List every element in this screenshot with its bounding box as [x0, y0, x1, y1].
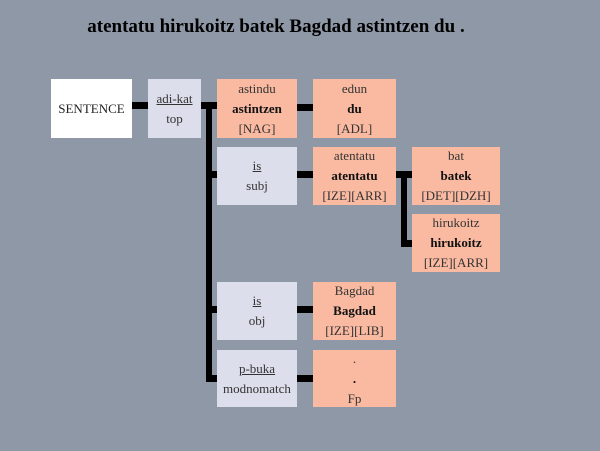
connector	[297, 306, 313, 313]
connector	[206, 102, 212, 382]
node-tags: [NAG]	[238, 120, 276, 136]
node-astindu: astindu astintzen [NAG]	[217, 79, 297, 138]
node-lemma: edun	[341, 80, 368, 96]
node-form: .	[352, 370, 357, 386]
node-subj: is subj	[217, 147, 297, 205]
node-edun: edun du [ADL]	[313, 79, 396, 138]
node-category: is	[252, 158, 262, 173]
connector	[206, 375, 217, 382]
node-lemma: hirukoitz	[432, 215, 480, 230]
node-lemma: astindu	[238, 80, 276, 96]
node-form: hirukoitz	[430, 235, 482, 250]
node-atentatu: atentatu atentatu [IZE][ARR]	[313, 147, 396, 205]
node-lemma: .	[352, 350, 357, 366]
node-obj: is obj	[217, 282, 297, 340]
sentence-title: atentatu hirukoitz batek Bagdad astintze…	[87, 16, 465, 37]
node-tags: [IZE][ARR]	[322, 188, 387, 203]
node-bagdad: Bagdad Bagdad [IZE][LIB]	[313, 282, 396, 340]
connector	[132, 102, 148, 109]
node-sentence: SENTENCE	[51, 79, 132, 138]
node-form: Bagdad	[333, 303, 376, 318]
node-hirukoitz: hirukoitz hirukoitz [IZE][ARR]	[412, 214, 500, 272]
node-tags: Fp	[347, 390, 362, 406]
node-role: modnomatch	[223, 380, 291, 396]
node-category: p-buka	[238, 360, 276, 376]
node-fp: . . Fp	[313, 350, 396, 407]
node-tags: [IZE][LIB]	[325, 323, 384, 338]
node-form: astintzen	[232, 100, 282, 116]
node-lemma: atentatu	[333, 148, 376, 163]
connector	[297, 104, 313, 111]
node-punct: p-buka modnomatch	[217, 350, 297, 407]
node-role: obj	[248, 313, 266, 328]
connector	[297, 171, 313, 178]
node-lemma: Bagdad	[334, 283, 375, 298]
node-form: du	[347, 100, 362, 116]
connector	[297, 375, 313, 382]
connector	[401, 240, 412, 247]
node-form: atentatu	[331, 168, 378, 183]
node-bat: bat batek [DET][DZH]	[412, 147, 500, 205]
node-form: batek	[440, 168, 472, 183]
connector	[206, 171, 217, 178]
node-role: subj	[246, 178, 268, 193]
node-category: adi-kat	[156, 90, 193, 106]
node-label: SENTENCE	[58, 100, 125, 116]
node-role: top	[166, 110, 183, 126]
node-tags: [ADL]	[336, 120, 373, 136]
connector	[206, 306, 217, 313]
node-category: is	[252, 293, 262, 308]
node-tags: [IZE][ARR]	[423, 255, 489, 270]
node-top: adi-kat top	[148, 79, 201, 138]
node-lemma: bat	[448, 148, 464, 163]
node-tags: [DET][DZH]	[421, 188, 491, 203]
connector	[401, 171, 407, 247]
